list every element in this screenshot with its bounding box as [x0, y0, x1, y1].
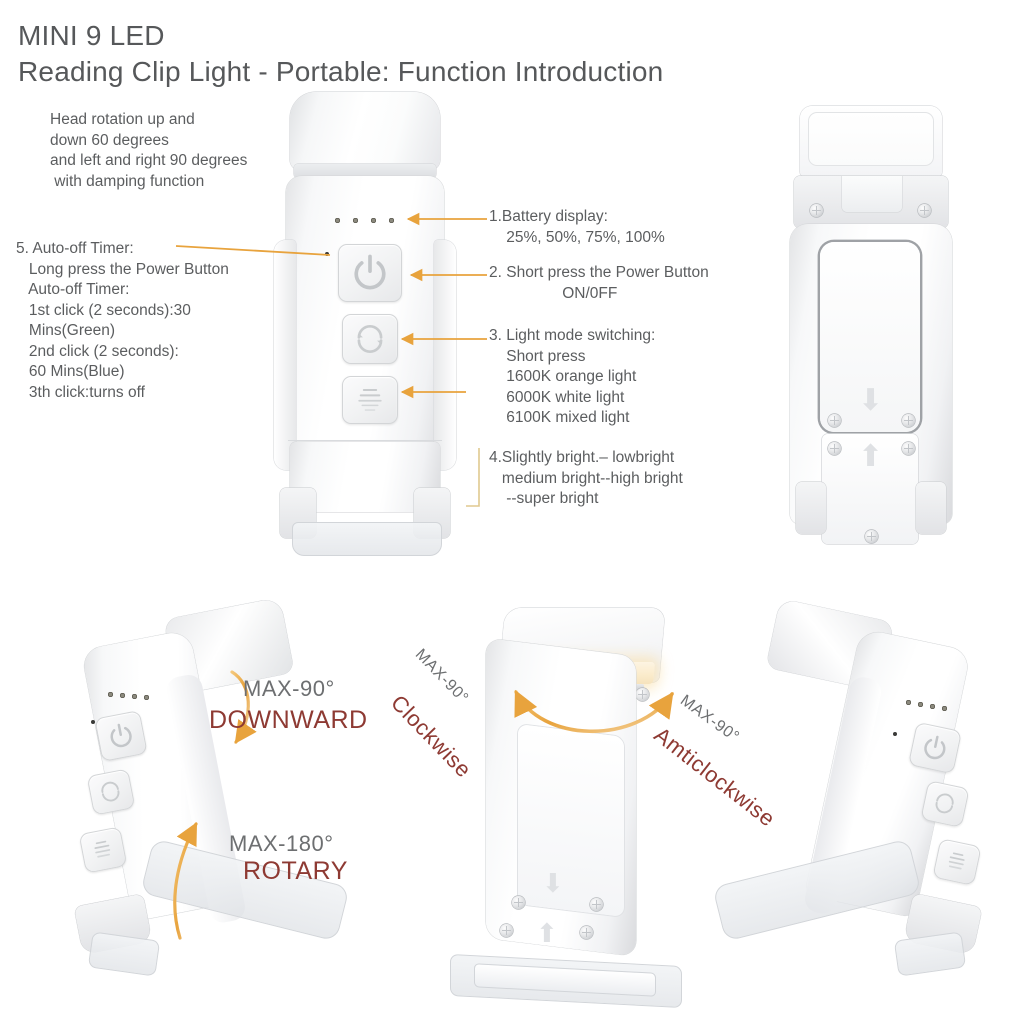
tl-light-mode-button[interactable] — [86, 768, 136, 816]
up-arrow-icon: ⬆ — [858, 440, 884, 473]
battery-led-2 — [353, 218, 358, 223]
tr-reset-pinhole — [893, 732, 897, 736]
tr-battery-led-4 — [942, 706, 947, 711]
tr-power-button[interactable] — [907, 721, 963, 775]
device-tilted-right-view — [712, 598, 1024, 1004]
tl-battery-led-1 — [108, 692, 113, 697]
clip-bottom-plate — [292, 522, 442, 556]
cycle-icon — [357, 325, 383, 353]
tr-light-mode-button[interactable] — [920, 780, 970, 828]
label-downward-max: MAX-90° — [243, 676, 335, 701]
lc-plate-screw-left — [512, 896, 525, 909]
back-head-inner — [808, 112, 934, 166]
battery-led-4 — [389, 218, 394, 223]
label-rotary-name: ROTARY — [243, 857, 348, 885]
lc-head-screw-right — [636, 688, 649, 701]
tl-battery-led-3 — [132, 694, 137, 699]
label-rotary-max: MAX-180° — [229, 831, 334, 856]
back-clip-plate — [820, 242, 920, 432]
tl-battery-led-4 — [144, 695, 149, 700]
back-clip-foot-right — [916, 482, 946, 534]
tl-clip-foot — [87, 931, 161, 977]
lower-screw-right — [902, 442, 915, 455]
plate-screw-right — [902, 414, 915, 427]
tl-battery-led-2 — [120, 693, 125, 698]
tr-clip-foot — [893, 931, 967, 977]
left-clip-edge — [274, 240, 296, 470]
bottom-screw — [865, 530, 878, 543]
device-tilted-left-view — [60, 597, 360, 1004]
lc-lower-screw-left — [500, 924, 513, 937]
battery-led-1 — [335, 218, 340, 223]
down-arrow-icon: ⬇ — [858, 384, 884, 417]
light-mode-button[interactable] — [342, 314, 398, 364]
lc-up-arrow-icon: ⬆ — [536, 918, 558, 948]
body-seam — [288, 440, 442, 442]
device-back-view: ⬇ ⬆ — [786, 106, 956, 566]
device-front-view — [268, 92, 468, 562]
lower-screw-left — [828, 442, 841, 455]
label-downward-name: DOWNWARD — [209, 706, 368, 734]
hinge-screw-right — [918, 204, 931, 217]
tl-brightness-icon — [94, 840, 111, 858]
right-clip-edge — [434, 240, 456, 470]
tr-battery-led-2 — [918, 702, 923, 707]
power-button[interactable] — [338, 244, 402, 302]
device-lit-center-view: ⬇ ⬆ — [440, 608, 690, 1009]
battery-led-3 — [371, 218, 376, 223]
tr-brightness-button[interactable] — [932, 838, 982, 886]
annotation-brightness: 4.Slightly bright.– lowbright medium bri… — [489, 449, 683, 507]
tr-battery-led-3 — [930, 704, 935, 709]
tr-power-icon — [924, 735, 946, 760]
plate-screw-left — [828, 414, 841, 427]
light-head — [290, 92, 440, 170]
lc-lower-screw-right — [580, 926, 593, 939]
head-hinge — [294, 164, 436, 178]
back-hinge-tab — [842, 176, 902, 212]
back-clip-foot-left — [796, 482, 826, 534]
brightness-button[interactable] — [342, 376, 398, 424]
tr-battery-led-1 — [906, 700, 911, 705]
annotation-head-rotation: Head rotation up and down 60 degrees and… — [50, 111, 248, 190]
annotation-light-mode: 3. Light mode switching: Short press 160… — [489, 327, 656, 426]
tl-reset-pinhole — [91, 720, 95, 724]
annotation-battery-display: 1.Battery display: 25%, 50%, 75%, 100% — [489, 208, 665, 246]
lc-back-plate — [518, 724, 624, 918]
brightness-icon — [358, 388, 382, 411]
tl-power-button[interactable] — [94, 710, 148, 762]
page-title-line1: MINI 9 LED — [18, 20, 165, 51]
power-icon — [354, 254, 386, 290]
lc-plate-screw-right — [590, 898, 603, 911]
tl-cycle-icon — [101, 781, 120, 802]
tl-brightness-button[interactable] — [78, 826, 128, 874]
tr-brightness-icon — [948, 852, 965, 870]
reset-pinhole — [325, 252, 329, 256]
page-title-line2: Reading Clip Light - Portable: Function … — [18, 56, 664, 87]
lc-down-arrow-icon: ⬇ — [542, 868, 564, 898]
tr-cycle-icon — [935, 793, 954, 814]
hinge-screw-left — [810, 204, 823, 217]
annotation-auto-off-timer: 5. Auto-off Timer: Long press the Power … — [16, 240, 229, 401]
annotation-power-button: 2. Short press the Power Button ON/0FF — [489, 264, 709, 302]
tl-power-icon — [110, 723, 132, 748]
